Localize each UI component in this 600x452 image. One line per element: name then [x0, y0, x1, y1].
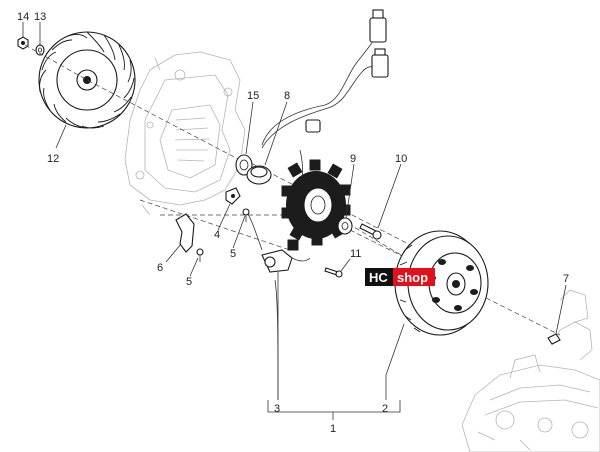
- washer-9: [337, 217, 353, 235]
- watermark-hc: HC: [369, 270, 388, 285]
- callout-5-upper: 5: [230, 248, 236, 260]
- bolt-10: [359, 223, 382, 240]
- callout-12: 12: [47, 153, 59, 165]
- wiring-harness: [244, 9, 389, 401]
- connector-a: [369, 17, 387, 43]
- callout-2: 2: [382, 403, 388, 415]
- grommet-8: [246, 165, 272, 185]
- callout-4: 4: [214, 229, 220, 241]
- watermark-shop: shop: [397, 270, 428, 285]
- plate-6: [175, 213, 195, 253]
- callout-6: 6: [157, 262, 163, 274]
- oil-seal-15: [235, 154, 253, 176]
- screw-5-lower: [196, 248, 204, 262]
- flywheel-rotor: [394, 230, 489, 336]
- callout-15: 15: [247, 90, 259, 102]
- woodruff-key-7: [547, 333, 561, 345]
- connector-b: [371, 54, 389, 78]
- engine-block: [461, 289, 600, 452]
- bracket-4: [225, 187, 241, 205]
- leader-lines: [22, 22, 567, 420]
- callout-5-lower: 5: [186, 276, 192, 288]
- callout-10: 10: [395, 153, 407, 165]
- callout-7: 7: [563, 273, 569, 285]
- screw-5-upper: [242, 208, 250, 222]
- callout-11: 11: [350, 248, 361, 260]
- callout-14: 14: [17, 11, 29, 23]
- callout-9: 9: [350, 153, 356, 165]
- stator: [281, 159, 351, 246]
- callout-labels: 14 13 12 15 8 9 10 4 5 6 5 11 7 3 2 1: [17, 11, 569, 435]
- pickup-coil: [261, 239, 311, 273]
- callout-1: 1: [330, 423, 336, 435]
- washer-13: [35, 44, 45, 56]
- callout-3: 3: [274, 403, 280, 415]
- screw-11: [324, 267, 343, 278]
- cooling-fan: [38, 31, 136, 129]
- callout-8: 8: [284, 90, 290, 102]
- nut-14: [17, 36, 29, 50]
- callout-13: 13: [34, 11, 46, 23]
- crankcase-housing: [124, 51, 246, 216]
- hc-shop-watermark: HC shop: [365, 268, 435, 286]
